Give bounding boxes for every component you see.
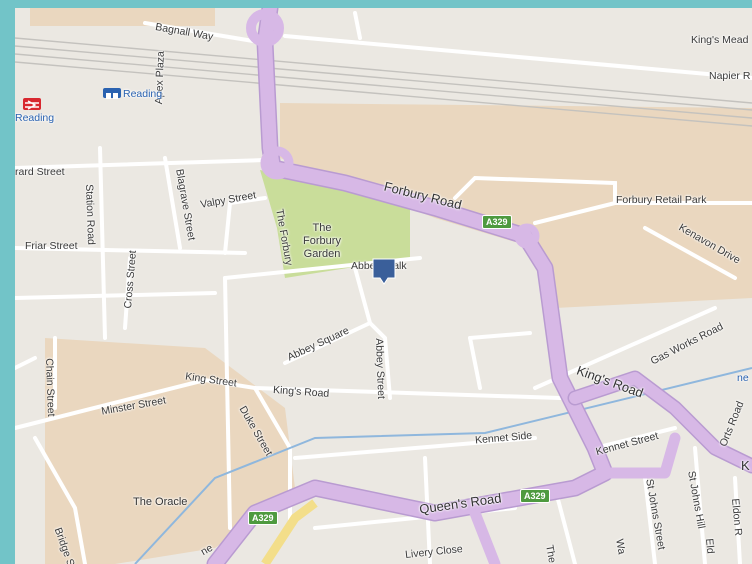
a329-shield-forbury: A329 <box>482 215 512 229</box>
label-station-road: Station Road <box>83 184 98 246</box>
label-the-oracle: The Oracle <box>133 496 188 508</box>
map-canvas[interactable] <box>15 8 752 564</box>
national-rail-icon[interactable] <box>23 98 41 110</box>
major-roads <box>206 8 752 564</box>
railway-lines <box>15 37 752 127</box>
label-abbey-street: Abbey Street <box>373 338 388 400</box>
a-road-yellow <box>261 499 318 564</box>
label-napier-road: Napier R <box>709 70 751 82</box>
location-pin-icon[interactable] <box>372 258 396 291</box>
label-forbury-retail-park: Forbury Retail Park <box>616 194 707 206</box>
label-chain-street: Chain Street <box>43 358 58 417</box>
label-k-edge: K <box>741 458 750 473</box>
commercial-area-oracle <box>45 338 295 564</box>
label-friar-street: Friar Street <box>25 240 78 252</box>
a329-shield-queens: A329 <box>520 489 550 503</box>
label-rard-street: rard Street <box>15 166 65 178</box>
label-forbury-garden: The Forbury Garden <box>303 222 341 260</box>
minor-roads <box>15 11 752 564</box>
label-reading-rail[interactable]: Reading <box>15 112 55 124</box>
map-viewport[interactable]: Bagnall Way King's Mead Napier R Apex Pl… <box>15 8 752 564</box>
train-station-icon[interactable] <box>103 88 121 99</box>
label-ne-water: ne <box>737 372 749 384</box>
label-kings-mead: King's Mead <box>691 34 749 46</box>
commercial-area-top <box>30 8 215 26</box>
label-wa: Wa <box>613 538 628 556</box>
commercial-area-north <box>280 103 752 308</box>
a329-shield-west: A329 <box>248 511 278 525</box>
label-eld: Eld <box>703 538 717 555</box>
label-reading-station[interactable]: Reading <box>123 88 163 100</box>
